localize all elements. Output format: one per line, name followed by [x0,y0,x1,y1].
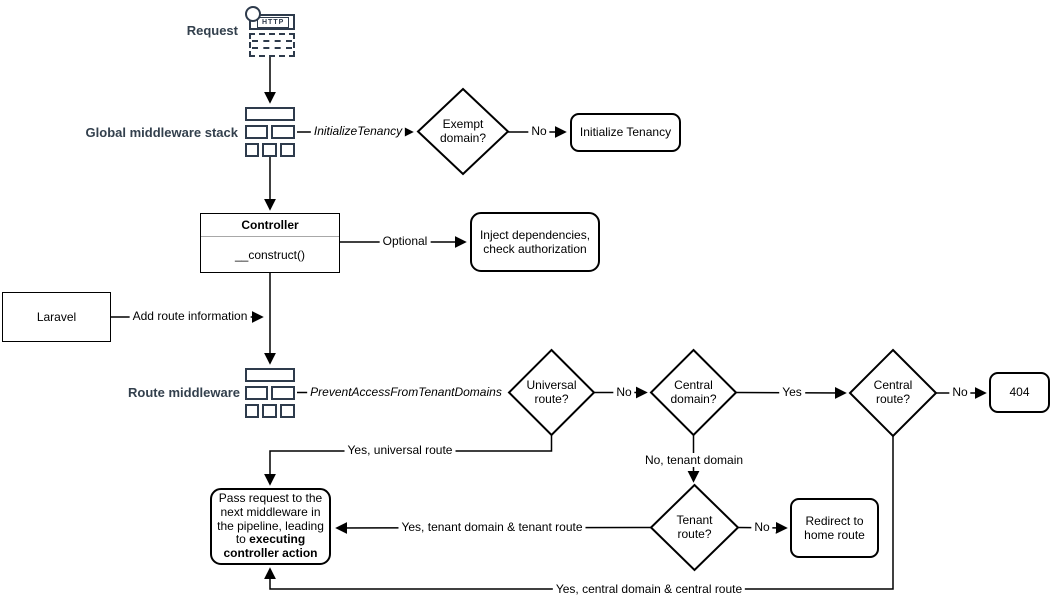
global-middleware-stack-label: Global middleware stack [85,125,238,140]
initialize-tenancy-node: Initialize Tenancy [570,113,681,152]
edge-label-initialize-tenancy: InitializeTenancy [310,124,406,138]
request-bar-icon: HTTP [249,14,295,30]
pass-request-text: Pass request to the next middleware in t… [217,490,324,547]
edge-label-tenant-no: No [751,520,773,534]
edge-label-central-domain-yes: Yes [779,385,805,399]
diamond-tenant-route [649,483,740,572]
diamond-universal-route [507,348,596,437]
request-circle-icon [245,6,261,22]
decision-diamonds [416,87,938,572]
diamond-exempt-domain [416,87,510,176]
edge-label-yes-central-route: Yes, central domain & central route [552,582,746,596]
laravel-node: Laravel [2,292,111,342]
edge-label-optional: Optional [379,234,431,248]
diamond-central-domain [649,348,738,437]
exempt-domain-decision: Exempt domain? [439,116,487,145]
edge-label-central-route-no: No [949,385,971,399]
route-middleware-label: Route middleware [128,385,240,400]
edge-label-yes-tenant-route: Yes, tenant domain & tenant route [398,520,586,534]
route-middleware-icon [245,368,295,418]
request-body-icon [249,33,295,57]
central-route-decision: Central route? [873,378,913,406]
request-label: Request [186,23,238,38]
central-domain-decision: Central domain? [670,377,717,406]
inject-dependencies-node: Inject dependencies, check authorization [470,212,600,272]
universal-route-decision: Universal route? [526,377,577,406]
edge-label-add-route-information: Add route information [129,309,251,323]
controller-node: Controller __construct() [200,213,340,273]
pass-request-node: Pass request to the next middleware in t… [210,488,331,565]
tenant-route-decision: Tenant route? [676,512,713,541]
http-request-icon: HTTP [245,6,297,58]
edge-label-universal-no: No [613,385,635,399]
controller-title: Controller [201,214,339,237]
pass-request-bold-text: executing controller action [223,532,318,561]
global-middleware-stack-icon [245,107,295,157]
edge-label-prevent-access: PreventAccessFromTenantDomains [307,385,505,399]
controller-constructor: __construct() [234,247,306,262]
edge-label-exempt-no: No [528,124,550,138]
edge-label-no-tenant-domain: No, tenant domain [641,453,747,467]
redirect-home-node: Redirect to home route [790,498,879,558]
404-node: 404 [989,372,1050,413]
diamond-central-route [848,348,938,438]
http-badge: HTTP [257,16,290,28]
edge-label-yes-universal-route: Yes, universal route [344,443,456,457]
